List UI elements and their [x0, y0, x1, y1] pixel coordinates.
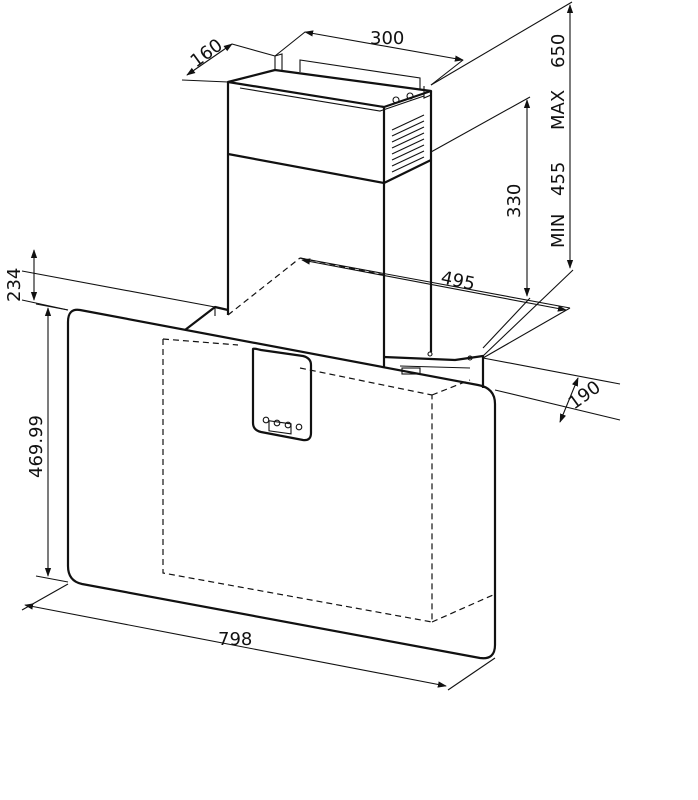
dim-lower-chimney: 330	[504, 184, 525, 218]
dim-hood-width: 798	[218, 629, 252, 650]
dim-panel-height: 469.99	[26, 415, 47, 478]
vent-grille	[391, 114, 425, 173]
dim-top-offset: 234	[4, 268, 25, 302]
control-button[interactable]	[273, 419, 281, 427]
dim-max-label: MAX	[548, 90, 569, 130]
dim-chimney-width: 300	[370, 28, 404, 49]
control-button[interactable]	[262, 416, 270, 424]
dimension-lines	[21, 1, 621, 691]
lower-chimney	[226, 154, 433, 368]
dim-min-value: 455	[548, 162, 569, 196]
control-button[interactable]	[295, 423, 303, 431]
dim-min-label: MIN	[548, 214, 569, 248]
control-panel	[251, 347, 313, 442]
dim-bracket-offset: 495	[439, 267, 477, 295]
upper-chimney	[226, 53, 433, 185]
dim-chimney-depth: 160	[187, 35, 227, 72]
glass-panel	[66, 308, 497, 660]
control-button[interactable]	[284, 421, 292, 429]
dim-max-value: 650	[548, 34, 569, 68]
